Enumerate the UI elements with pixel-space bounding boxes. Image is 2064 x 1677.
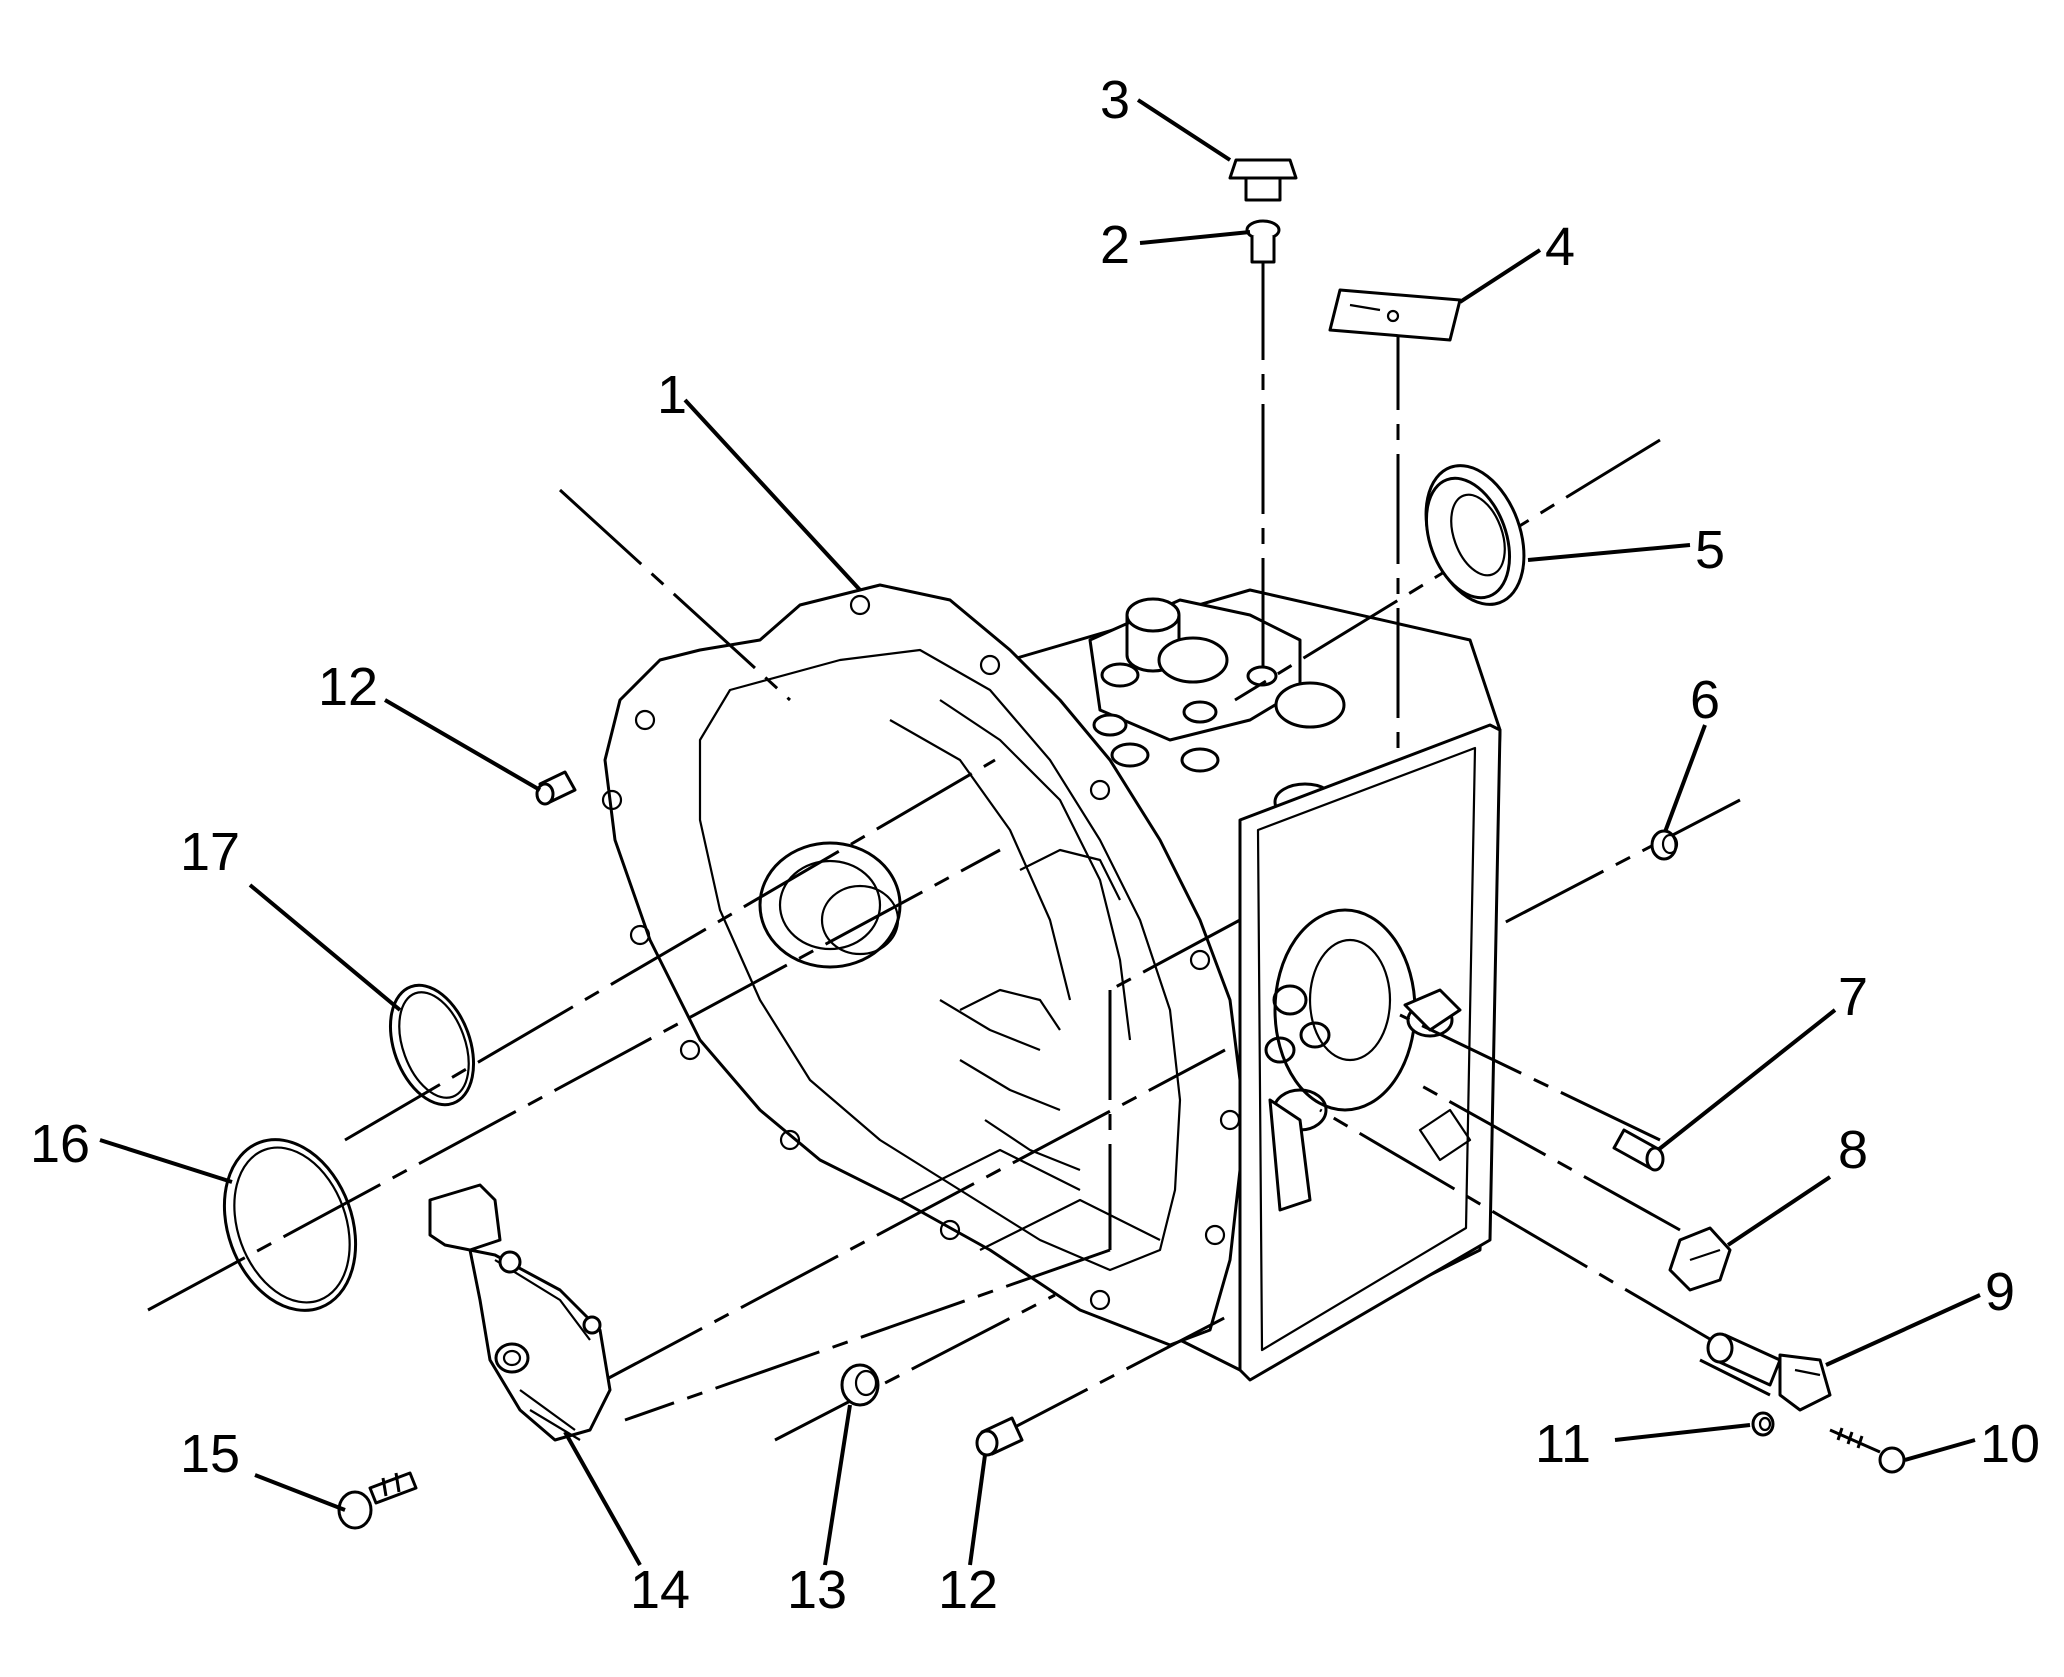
part-6-bushing — [1650, 829, 1679, 861]
part-9-speed-sensor — [1706, 1332, 1832, 1412]
callout-4: 4 — [1545, 217, 1575, 277]
transaxle-case-housing — [601, 583, 1502, 1382]
part-14-range-switch — [428, 1183, 612, 1442]
part-10-bolt — [1829, 1427, 1906, 1474]
callout-5: 5 — [1695, 520, 1725, 580]
callout-14: 14 — [630, 1560, 690, 1620]
callout-9: 9 — [1985, 1262, 2015, 1322]
callout-13: 13 — [787, 1560, 847, 1620]
callout-8: 8 — [1838, 1120, 1868, 1180]
callout-11: 11 — [1535, 1414, 1591, 1474]
callout-2: 2 — [1100, 215, 1130, 275]
callout-17: 17 — [180, 822, 240, 882]
part-7-pin — [1612, 1128, 1665, 1172]
assembly-centerlines — [147, 250, 1771, 1442]
callout-15: 15 — [180, 1424, 240, 1484]
callout-3: 3 — [1100, 70, 1130, 130]
part-12-dowel-lower — [975, 1416, 1024, 1457]
part-15-bolt — [337, 1471, 418, 1530]
part-5-axle-seal — [1424, 464, 1526, 606]
part-17-seal-ring — [388, 983, 476, 1107]
callout-10: 10 — [1980, 1414, 2040, 1474]
part-4-id-plate — [1328, 288, 1462, 342]
callout-16: 16 — [30, 1114, 90, 1174]
part-12-dowel-upper — [535, 770, 577, 806]
callout-1: 1 — [657, 365, 687, 425]
callout-labels: 3 2 4 1 5 6 12 17 7 8 16 9 11 10 15 14 1… — [30, 70, 2040, 1620]
part-2-vent-tube — [1245, 219, 1281, 264]
callout-7: 7 — [1838, 967, 1868, 1027]
callout-12b: 12 — [938, 1560, 998, 1620]
part-8-connector — [1668, 1226, 1732, 1292]
part-11-washer — [1751, 1411, 1775, 1437]
callout-leaders — [99, 98, 1981, 1566]
callout-6: 6 — [1690, 670, 1720, 730]
part-16-seal-ring — [222, 1138, 358, 1312]
part-13-bushing — [840, 1363, 880, 1407]
callout-12a: 12 — [318, 657, 378, 717]
part-3-vent-cap — [1228, 158, 1298, 202]
